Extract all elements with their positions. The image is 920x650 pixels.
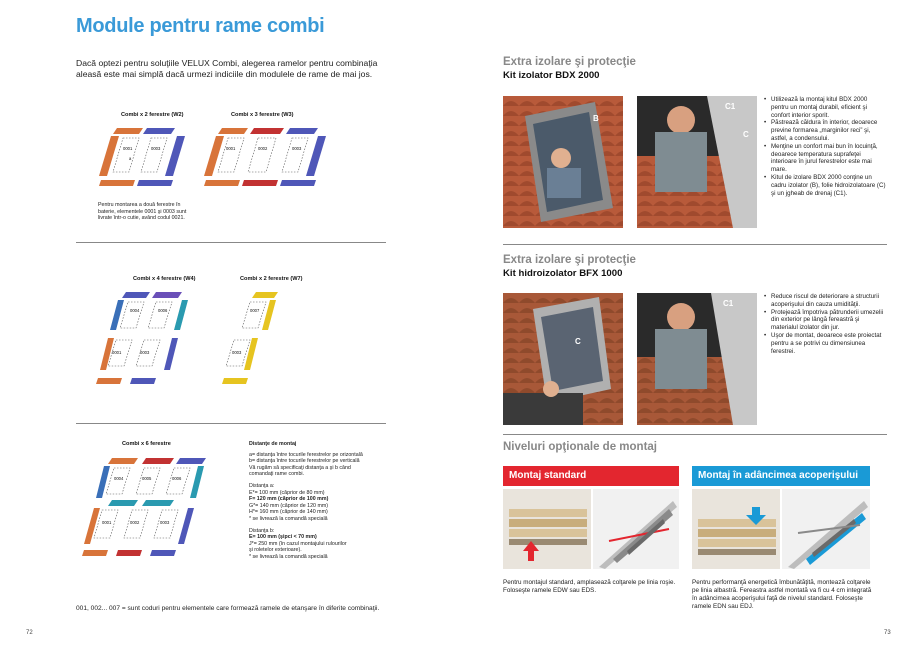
s1-bullet-4: Kitul de izolare BDX 2000 conţine un cad… — [764, 174, 886, 197]
photo-bdx-installer: C1 C — [637, 96, 757, 228]
svg-text:0007: 0007 — [250, 308, 260, 313]
svg-text:0003: 0003 — [232, 350, 242, 355]
section1-heading: Extra izolare şi protecţie — [503, 56, 636, 68]
dist-a-2: F= 120 mm (căprior de 100 mm) — [249, 496, 329, 503]
diagram-x6: 0004 0005 0006 0001 0002 0003 — [82, 458, 206, 556]
section1-subheading: Kit izolator BDX 2000 — [503, 70, 600, 81]
s2-bullet-3: Uşor de montat, deoarece este proiectat … — [764, 332, 886, 355]
band-standard: Montaj standard — [503, 466, 679, 486]
intro-text: Dacă optezi pentru soluţiile VELUX Combi… — [76, 58, 378, 79]
section3-heading: Niveluri opţionale de montaj — [503, 441, 657, 453]
w2-note: Pentru montarea a două ferestre în bater… — [98, 202, 187, 222]
dist-a-3: G*= 140 mm (căprior de 120 mm) — [249, 502, 329, 509]
dist-a-title: Distanţa a: — [249, 482, 275, 489]
svg-text:0001: 0001 — [102, 520, 112, 525]
diagram-w7: 0007 0003 — [222, 292, 278, 384]
divider-1 — [76, 242, 386, 243]
dist-b-4: * se livrează la comandă specială — [249, 553, 328, 560]
dist-a-1: E*= 100 mm (căprior de 80 mm) — [249, 489, 325, 496]
diagram-w4: 0004 0006 0001 0003 — [96, 292, 188, 384]
label-b: B — [593, 114, 599, 123]
svg-text:0001: 0001 — [226, 146, 236, 151]
dist-line-4: comandaţi rame combi. — [249, 471, 305, 478]
illustration-deep-roof — [782, 489, 870, 569]
divider-4 — [503, 434, 887, 435]
diagram-w7-title: Combi x 2 ferestre (W7) — [240, 276, 303, 282]
diagram-w3: 0001 0002 0003 — [204, 128, 326, 186]
svg-text:0002: 0002 — [130, 520, 140, 525]
section2-subheading: Kit hidroizolator BFX 1000 — [503, 268, 623, 279]
page-number-right: 73 — [884, 630, 891, 636]
svg-text:0001: 0001 — [123, 146, 133, 151]
footnote: 001, 002... 007 = sunt coduri pentru ele… — [76, 605, 380, 612]
page-title: Module pentru rame combi — [76, 15, 325, 37]
photo-bdx-window: B — [503, 96, 623, 228]
dist-b-title: Distanţa b: — [249, 527, 275, 534]
distances-title: Distanţe de montaj — [249, 441, 297, 447]
divider-3 — [503, 244, 887, 245]
label-c1-bfx: C1 — [723, 299, 734, 308]
svg-text:0001: 0001 — [112, 350, 122, 355]
dist-line-1: a= distanţa între tocurile ferestrelor p… — [249, 451, 363, 458]
illustration-deep-frame — [692, 489, 780, 569]
label-c: C — [743, 130, 749, 139]
dist-b-2: J*= 250 mm (în cazul montajului rulouril… — [249, 540, 347, 547]
dist-b-1: E= 100 mm (şipci < 70 mm) — [249, 534, 317, 541]
caption-deep: Pentru performanţă energetică îmbunătăţi… — [692, 579, 872, 610]
svg-text:a: a — [129, 156, 132, 161]
illustration-standard-roof — [593, 489, 679, 569]
photo-bfx-installer: C1 — [637, 293, 757, 425]
svg-text:0003: 0003 — [160, 520, 170, 525]
svg-text:0006: 0006 — [172, 476, 182, 481]
band-deep: Montaj în adâncimea acoperişului — [692, 466, 870, 486]
diagram-x6-title: Combi x 6 ferestre — [122, 441, 171, 447]
svg-text:0003: 0003 — [151, 146, 161, 151]
caption-standard: Pentru montajul standard, amplasează col… — [503, 579, 676, 594]
dist-a-5: * se livrează la comandă specială — [249, 515, 328, 522]
s1-bullet-2: Păstrează căldura în interior, deoarece … — [764, 119, 886, 142]
svg-text:0004: 0004 — [130, 308, 140, 313]
svg-text:0002: 0002 — [258, 146, 268, 151]
s2-bullet-1: Reduce riscul de deteriorare a structuri… — [764, 293, 886, 309]
diagram-w3-title: Combi x 3 ferestre (W3) — [231, 112, 294, 118]
s2-bullet-2: Protejează împotriva pătrunderii umezeli… — [764, 309, 886, 332]
dist-a-4: H*= 160 mm (căprior de 140 mm) — [249, 509, 328, 516]
svg-text:0006: 0006 — [158, 308, 168, 313]
label-c-bfx: C — [575, 337, 581, 346]
svg-text:0003: 0003 — [292, 146, 302, 151]
svg-text:0005: 0005 — [142, 476, 152, 481]
section1-bullets: Utilizează la montaj kitul BDX 2000 pent… — [764, 96, 886, 197]
dist-line-3: Vă rugăm să specificaţi distanţa a şi b … — [249, 464, 351, 471]
dist-b-3: şi roletelor exterioare). — [249, 547, 302, 554]
s1-bullet-3: Menţine un confort mai bun în locuinţă, … — [764, 143, 886, 174]
diagram-w2: 0001 0003 a — [99, 128, 185, 186]
illustration-standard-frame — [503, 489, 591, 569]
dist-line-2: b= distanţa între tocurile ferestrelor p… — [249, 458, 360, 465]
section2-bullets: Reduce riscul de deteriorare a structuri… — [764, 293, 886, 355]
diagram-w2-title: Combi x 2 ferestre (W2) — [121, 112, 184, 118]
distances-block: Distanţe de montaj a= distanţa între toc… — [249, 441, 399, 561]
divider-2 — [76, 423, 386, 424]
diagram-w4-title: Combi x 4 ferestre (W4) — [133, 276, 196, 282]
svg-text:0003: 0003 — [140, 350, 150, 355]
page-number-left: 72 — [26, 630, 33, 636]
svg-text:0004: 0004 — [114, 476, 124, 481]
photo-bfx-window: C — [503, 293, 623, 425]
label-c1: C1 — [725, 102, 736, 111]
s1-bullet-1: Utilizează la montaj kitul BDX 2000 pent… — [764, 96, 886, 119]
section2-heading: Extra izolare şi protecţie — [503, 254, 636, 266]
